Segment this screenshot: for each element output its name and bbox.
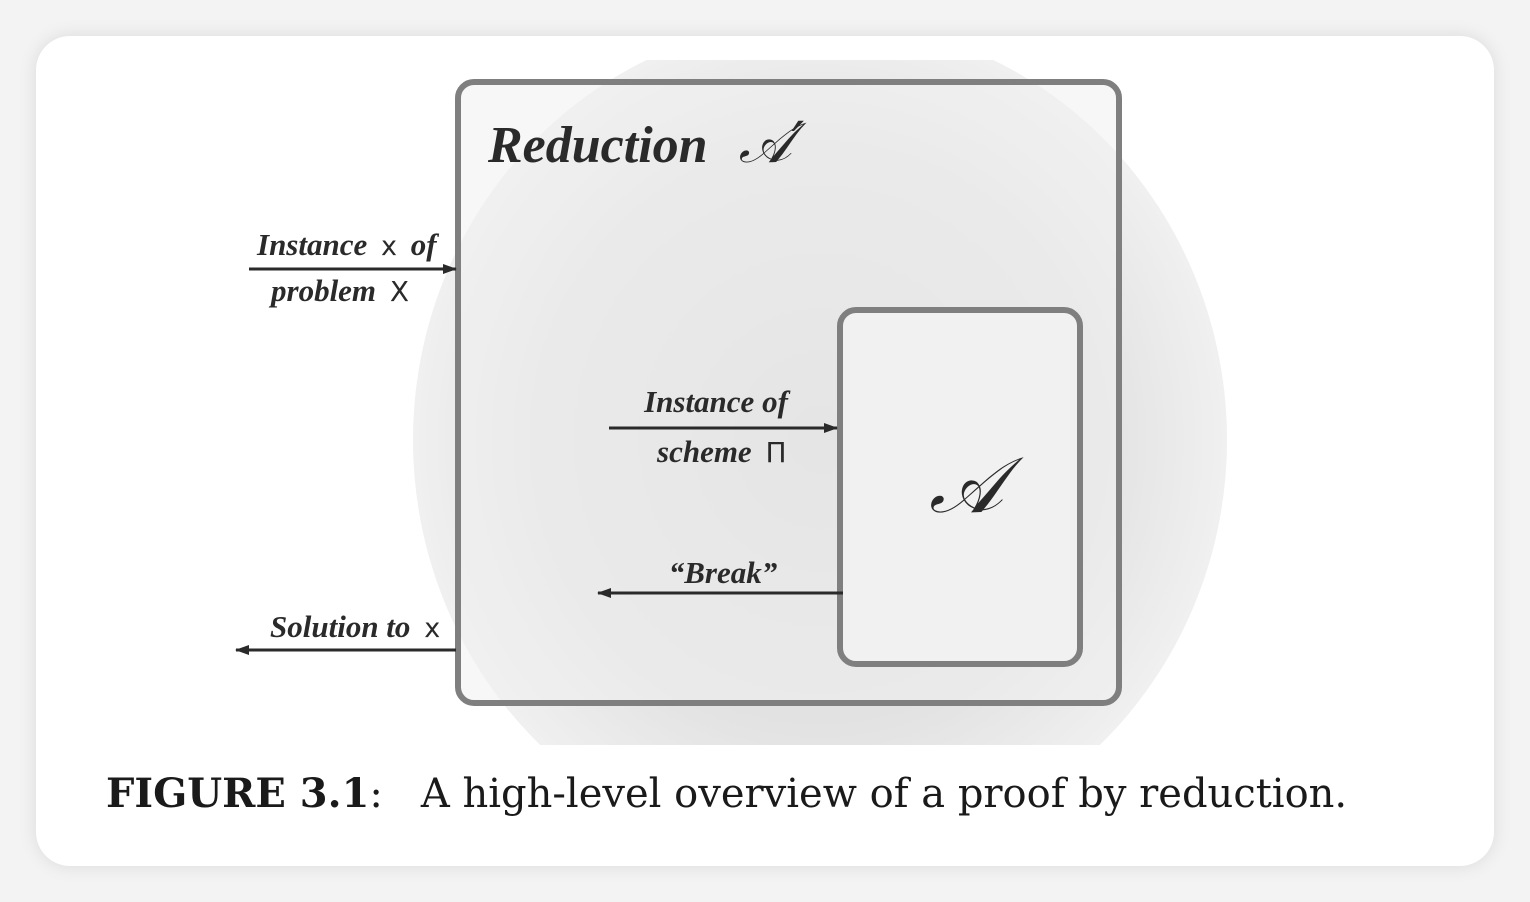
instance-label-line1: Instance of	[643, 384, 790, 419]
caption-text: A high-level overview of a proof by redu…	[420, 771, 1348, 817]
figure-caption: FIGURE 3.1: A high-level overview of a pr…	[106, 770, 1347, 817]
figure-number: FIGURE 3.1	[106, 770, 370, 817]
solution-label: Solution to x	[270, 609, 440, 644]
adversary-box	[837, 307, 1083, 667]
input-label-line2: problem X	[268, 273, 409, 308]
caption-colon: :	[369, 771, 383, 817]
reduction-symbol: 𝒜′	[739, 111, 807, 176]
reduction-title: Reduction 𝒜′	[487, 111, 807, 176]
break-label: “Break”	[669, 555, 778, 590]
instance-label-line2: scheme Π	[656, 434, 787, 469]
input-label-line1: Instance x of	[256, 227, 439, 262]
